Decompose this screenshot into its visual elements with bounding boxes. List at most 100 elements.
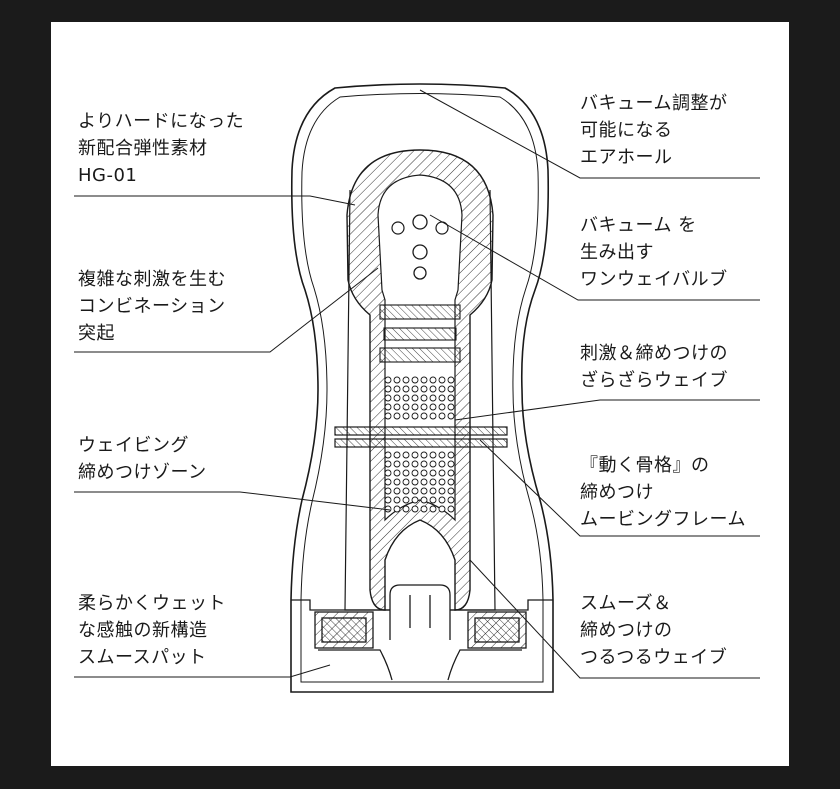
texture-dot [429,385,437,393]
texture-dot [402,478,410,486]
texture-dot [402,412,410,420]
outer-casing [290,83,554,693]
texture-dot [438,505,446,513]
texture-dot [384,460,392,468]
texture-dot [429,478,437,486]
base-section [291,584,553,681]
texture-dot [447,394,455,402]
inner-casing [300,93,544,683]
texture-dot [384,451,392,459]
texture-dot [402,460,410,468]
zarazara-dots [384,376,455,513]
texture-dot [402,451,410,459]
texture-dot [420,505,428,513]
texture-dot [393,469,401,477]
texture-dot [447,451,455,459]
texture-dot [384,376,392,384]
texture-dot [384,403,392,411]
texture-dot [384,496,392,504]
combination-ribs [379,304,461,363]
texture-dot [429,451,437,459]
texture-dot [420,403,428,411]
texture-dot [447,376,455,384]
texture-dot [429,376,437,384]
texture-dot [384,487,392,495]
texture-dot [438,478,446,486]
texture-dot [393,487,401,495]
texture-dot [411,469,419,477]
texture-dot [447,385,455,393]
texture-dot [447,487,455,495]
texture-dot [447,460,455,468]
label-zarazara: 刺激＆締めつけの ざらざらウェイブ [580,343,728,391]
valve-hole [391,221,405,235]
texture-dot [429,487,437,495]
texture-dot [393,460,401,468]
label-moving-frame: 『動く骨格』の 締めつけ ムービングフレーム [580,455,746,530]
texture-dot [384,412,392,420]
texture-dot [384,385,392,393]
texture-dot [393,403,401,411]
texture-dot [384,505,392,513]
texture-dot [447,505,455,513]
label-smooth-pad: 柔らかくウェット な感触の新構造 スムースパット [78,593,226,668]
texture-dot [384,469,392,477]
texture-dot [438,469,446,477]
texture-dot [438,460,446,468]
texture-dot [411,478,419,486]
texture-dot [429,403,437,411]
texture-dot [429,505,437,513]
label-smooth-wave: スムーズ＆ 締めつけの つるつるウェイブ [580,593,728,668]
texture-dot [429,496,437,504]
texture-dot [411,451,419,459]
label-valve: バキューム を 生み出す ワンウェイバルブ [580,215,728,290]
texture-dot [402,505,410,513]
texture-dot [402,487,410,495]
texture-dot [384,394,392,402]
texture-dot [420,412,428,420]
texture-dot [384,478,392,486]
texture-dot [393,376,401,384]
texture-dot [411,385,419,393]
texture-dot [438,376,446,384]
texture-dot [420,487,428,495]
texture-dot [411,394,419,402]
texture-dot [438,385,446,393]
label-combination: 複雑な刺激を生む コンビネーション 突起 [78,269,226,344]
texture-dot [447,403,455,411]
texture-dot [420,385,428,393]
texture-dot [402,376,410,384]
texture-dot [429,460,437,468]
texture-dot [420,496,428,504]
texture-dot [411,376,419,384]
texture-dot [402,469,410,477]
label-air-hole: バキューム調整が 可能になる エアホール [580,93,728,168]
texture-dot [402,496,410,504]
texture-dot [393,478,401,486]
texture-dot [393,496,401,504]
valve-hole [412,244,428,260]
texture-dot [438,394,446,402]
texture-dot [402,403,410,411]
texture-dot [447,412,455,420]
texture-dot [420,469,428,477]
texture-dot [429,394,437,402]
leader-lines [74,89,760,679]
texture-dot [393,451,401,459]
texture-dot [438,496,446,504]
texture-dot [420,451,428,459]
texture-dot [420,394,428,402]
texture-dot [411,403,419,411]
texture-dot [393,394,401,402]
texture-dot [447,496,455,504]
texture-dot [429,469,437,477]
texture-dot [411,505,419,513]
texture-dot [438,412,446,420]
moving-frame [334,426,508,448]
texture-dot [420,478,428,486]
label-waving: ウェイビング 締めつけゾーン [78,435,207,483]
texture-dot [402,394,410,402]
texture-dot [411,496,419,504]
texture-dot [420,376,428,384]
